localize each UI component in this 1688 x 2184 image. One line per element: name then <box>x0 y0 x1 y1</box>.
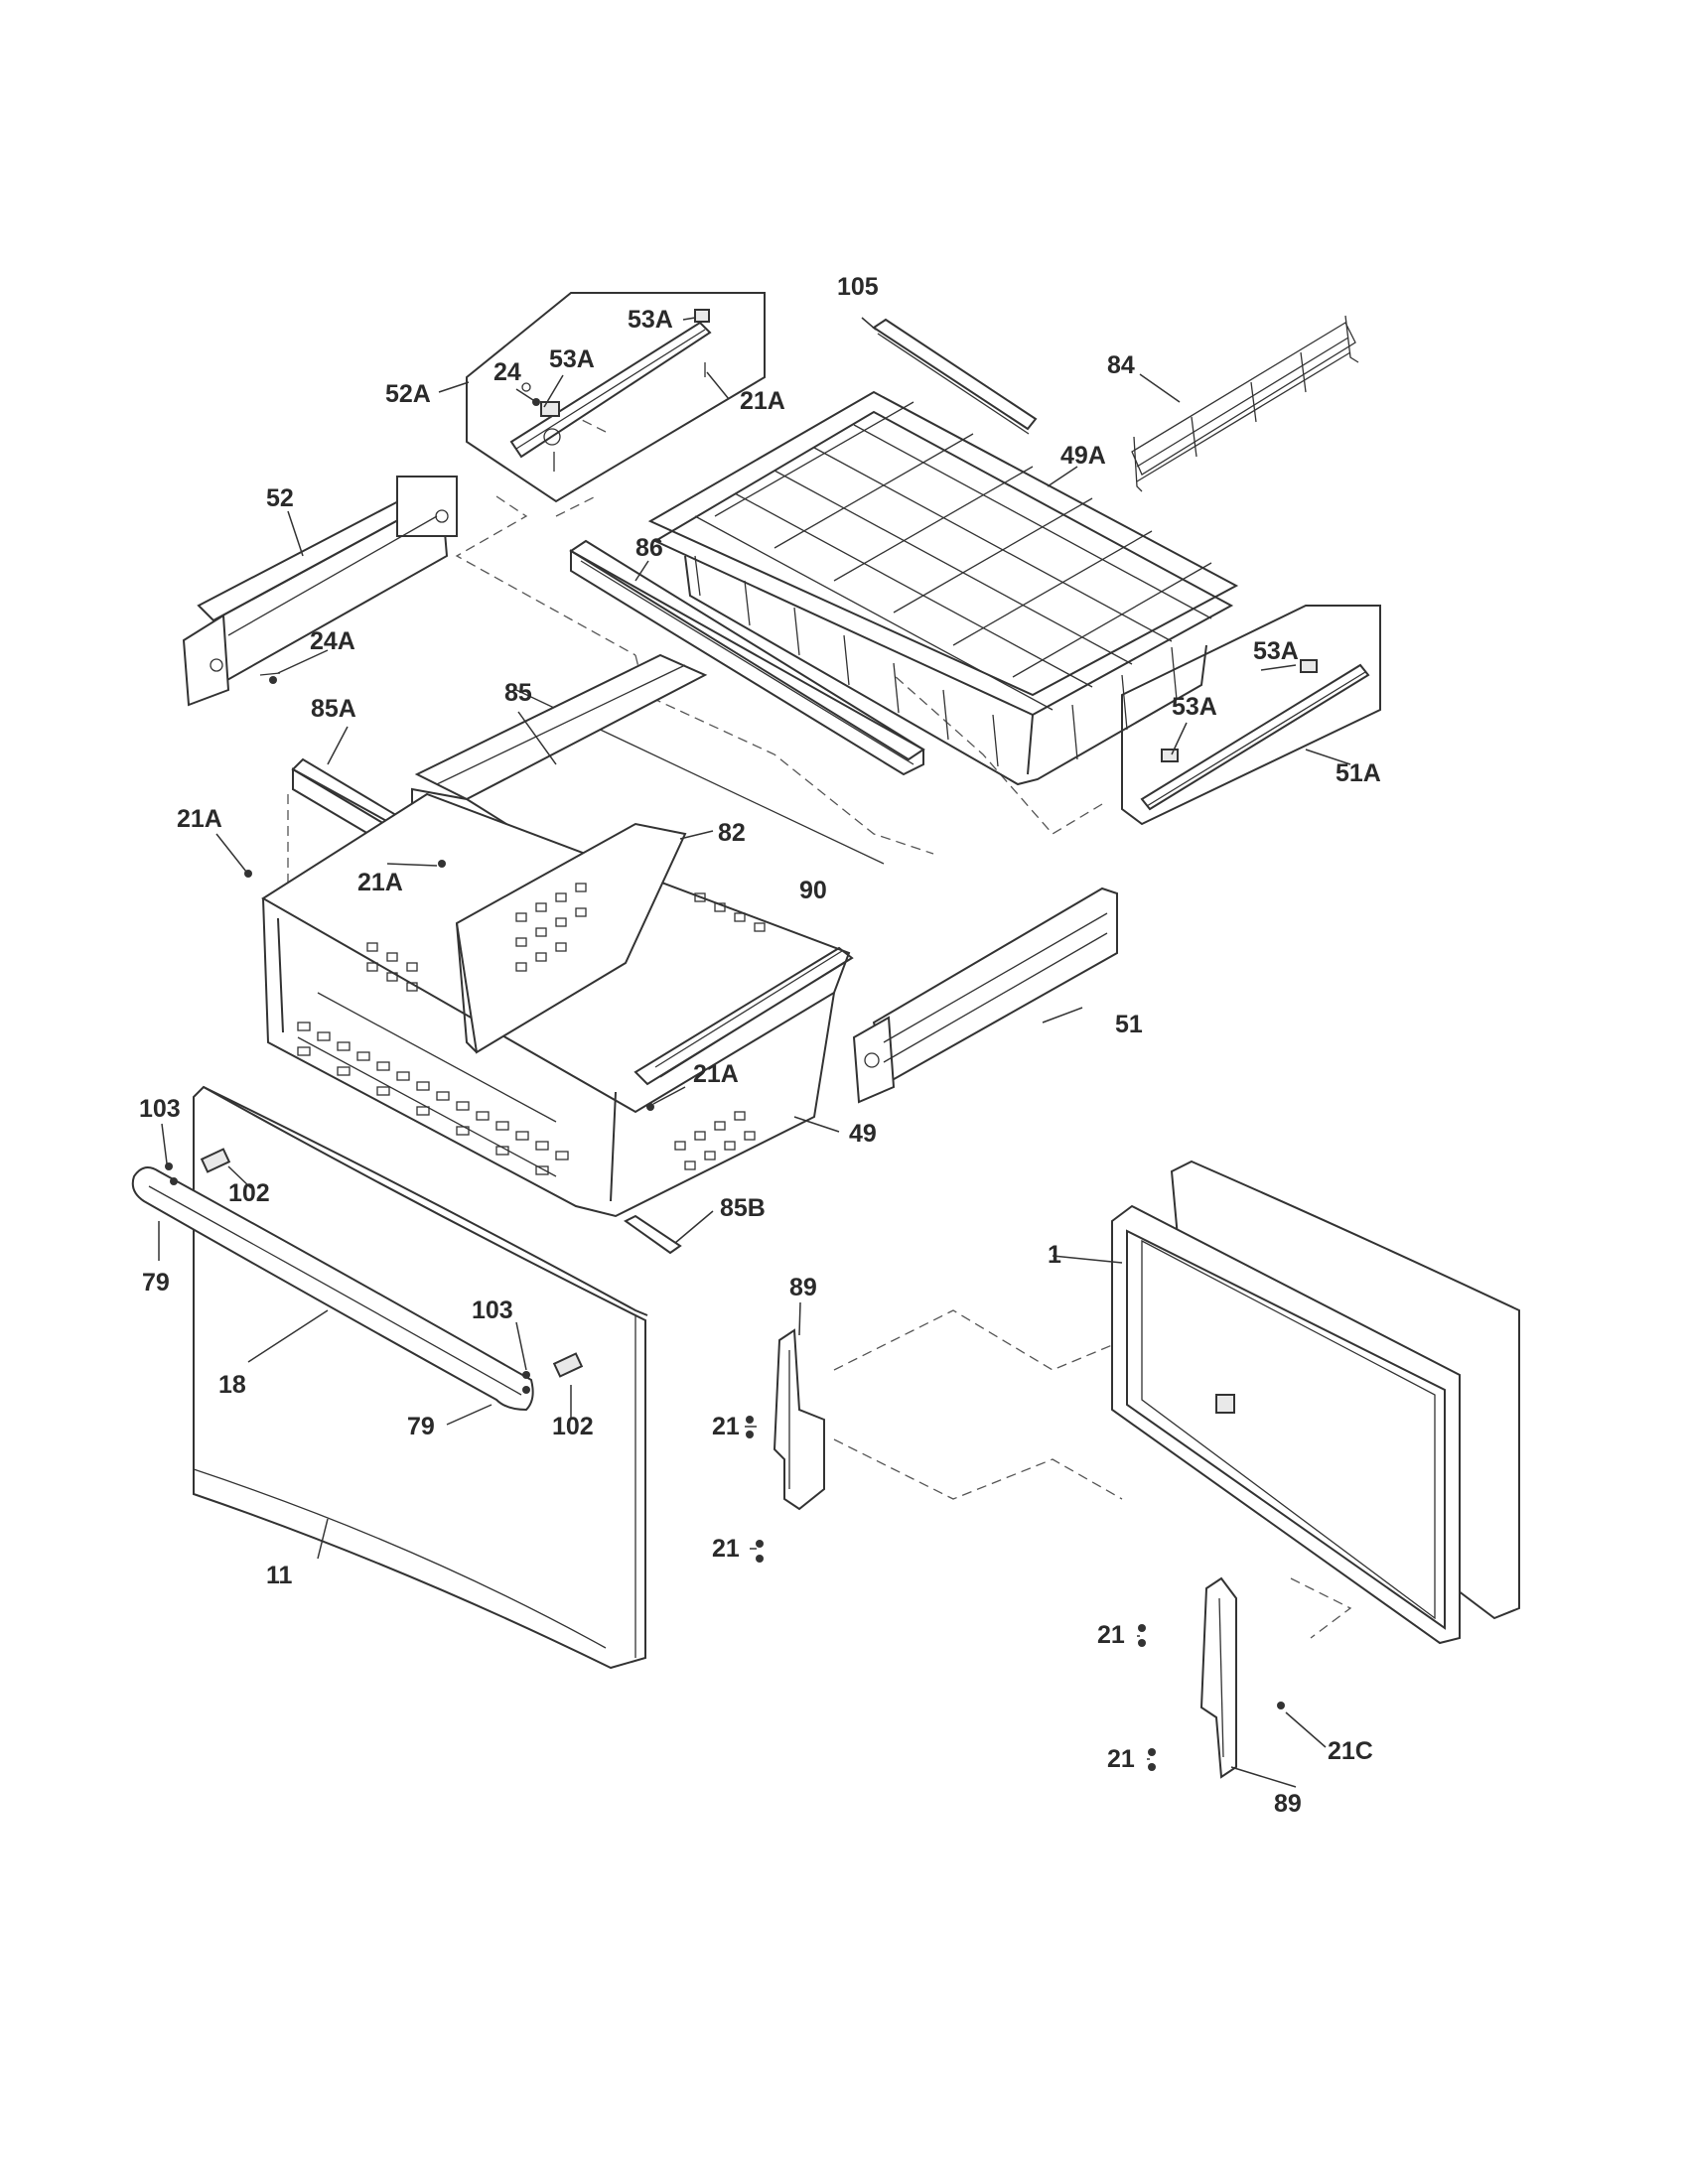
callout-53a: 53A <box>549 345 595 373</box>
bin-vent-pattern <box>297 950 847 1177</box>
callout-49a: 49A <box>1060 442 1106 470</box>
callout-21: 21 <box>712 1413 740 1440</box>
screws <box>165 398 1285 1771</box>
callout-53a: 53A <box>1253 637 1299 665</box>
callout-21a: 21A <box>177 805 222 833</box>
callout-24: 24 <box>493 358 521 386</box>
callout-52a: 52A <box>385 380 431 408</box>
callout-21a: 21A <box>693 1060 739 1088</box>
callout-21: 21 <box>1107 1745 1135 1773</box>
part-52a-slide-box <box>466 292 766 503</box>
callout-18: 18 <box>218 1371 246 1399</box>
callout-79: 79 <box>142 1269 170 1297</box>
part-49a-wire-basket <box>647 390 1239 786</box>
part-105-rail <box>872 318 1038 435</box>
part-102-clips <box>200 1148 584 1378</box>
part-86-front-rail <box>569 539 925 776</box>
callout-82: 82 <box>718 819 746 847</box>
callout-105: 105 <box>837 273 879 301</box>
callout-24a: 24A <box>310 627 355 655</box>
callout-53a: 53A <box>1172 693 1217 721</box>
callout-89: 89 <box>1274 1790 1302 1818</box>
callout-49: 49 <box>849 1120 877 1148</box>
callout-51: 51 <box>1115 1011 1143 1038</box>
callout-21a: 21A <box>740 387 785 415</box>
callout-52: 52 <box>266 484 294 512</box>
callout-85a: 85A <box>311 695 356 723</box>
basket-grid <box>694 401 1212 767</box>
callout-51a: 51A <box>1336 759 1381 787</box>
part-89-brackets <box>773 1328 1237 1779</box>
callout-21: 21 <box>1097 1621 1125 1649</box>
part-82-divider-bin <box>455 822 687 1054</box>
callout-1: 1 <box>1048 1241 1061 1269</box>
callout-53a: 53A <box>628 306 673 334</box>
part-49-drawer-bin <box>261 792 854 1218</box>
callout-86: 86 <box>635 534 663 562</box>
callout-103: 103 <box>472 1297 513 1324</box>
callout-90: 90 <box>799 877 827 904</box>
callout-103: 103 <box>139 1095 181 1123</box>
callout-21c: 21C <box>1328 1737 1373 1765</box>
callout-11: 11 <box>266 1562 293 1589</box>
leader-lines <box>158 317 1351 1788</box>
callout-84: 84 <box>1107 351 1135 379</box>
callout-102: 102 <box>228 1179 270 1207</box>
part-18-handle <box>131 1166 534 1412</box>
callout-labels: 105 53A 53A 24 52A 21A 84 49A 52 86 24A … <box>139 273 1381 1818</box>
callout-21: 21 <box>712 1535 740 1563</box>
callout-85: 85 <box>504 679 532 707</box>
callout-89: 89 <box>789 1274 817 1301</box>
part-85b <box>624 1214 682 1255</box>
part-51-slide-rail <box>852 887 1118 1104</box>
part-84-divider <box>1131 315 1359 492</box>
callout-102: 102 <box>552 1413 594 1440</box>
bin-holes <box>297 892 766 1175</box>
part-1-door-frame <box>1111 1160 1520 1645</box>
part-51a-slide-box <box>1121 605 1381 826</box>
part-52-slide-rail <box>182 476 458 707</box>
part-11-drawer-front <box>193 1085 648 1670</box>
callout-85b: 85B <box>720 1194 766 1222</box>
callout-79: 79 <box>407 1413 435 1440</box>
callout-21a: 21A <box>357 869 403 896</box>
